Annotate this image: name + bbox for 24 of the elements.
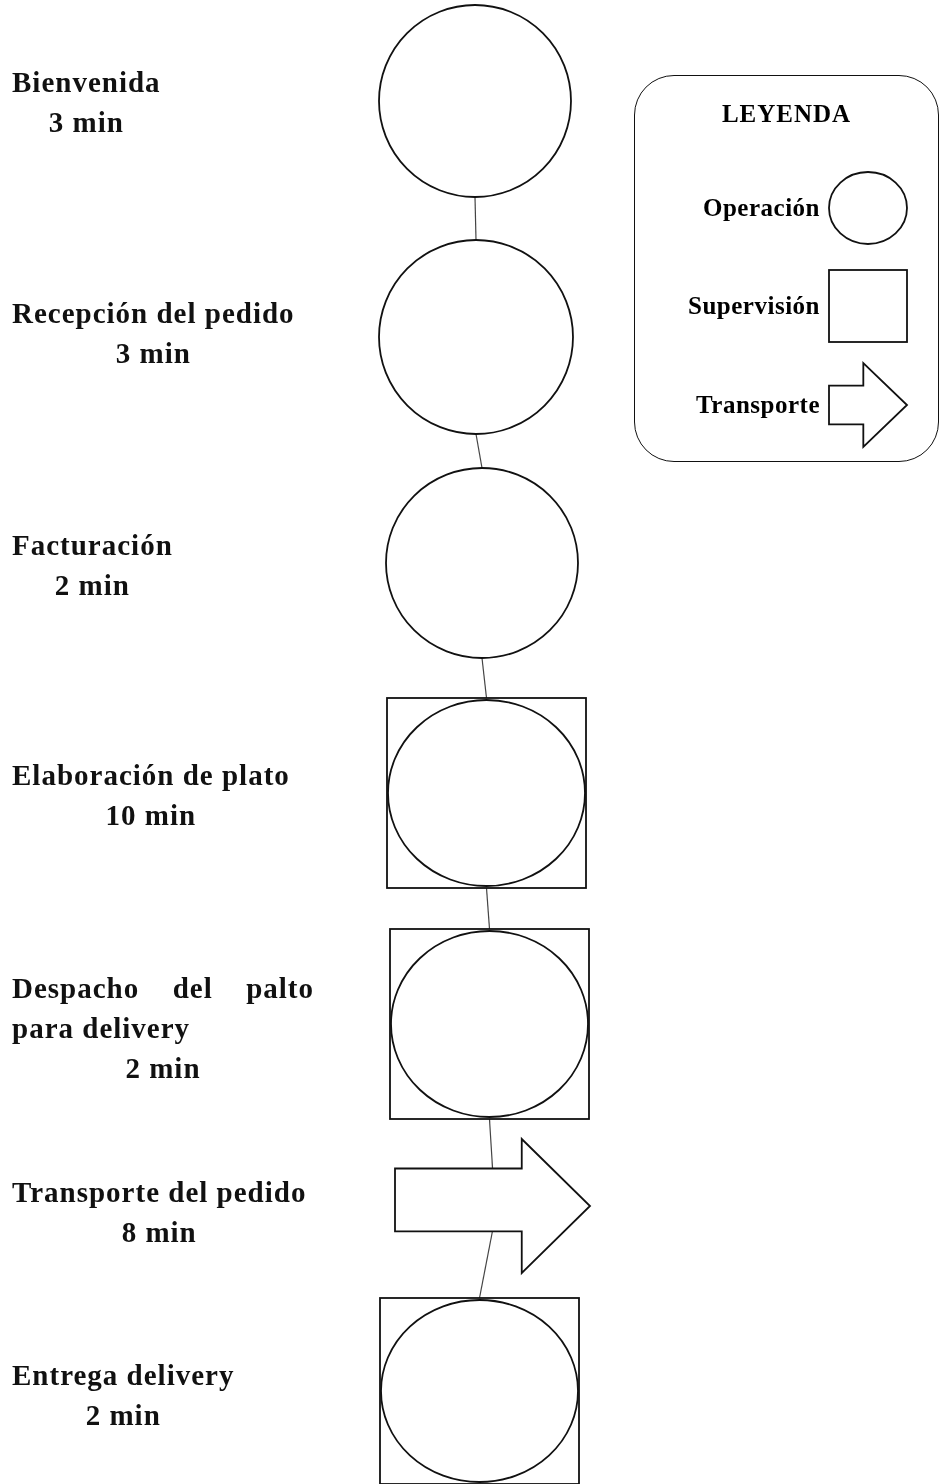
legend-label: Transporte (696, 391, 820, 419)
step-name: Recepción del pedido (12, 296, 295, 331)
step-duration: 2 min (85, 1398, 161, 1433)
step-name: Bienvenida (12, 65, 161, 100)
legend-label: Operación (703, 194, 820, 222)
step-duration: 3 min (115, 336, 191, 371)
step-name: Entrega delivery (12, 1358, 235, 1393)
connector-line (478, 1230, 494, 1299)
connector-line (485, 887, 491, 930)
legend-title: LEYENDA (720, 100, 853, 128)
step-name: Transporte del pedido (12, 1175, 307, 1210)
step-duration: 2 min (125, 1051, 201, 1086)
step-duration: 10 min (105, 798, 197, 833)
connector-line (481, 657, 488, 699)
step-name: Elaboración de plato (12, 758, 290, 793)
step-name: Despacho del palto para delivery (12, 971, 314, 1046)
step-duration: 3 min (48, 105, 124, 140)
step-duration: 8 min (121, 1215, 197, 1250)
step-duration: 2 min (54, 568, 130, 603)
step-name: Facturación (12, 528, 173, 563)
connector-line (475, 433, 483, 469)
legend-label: Supervisión (688, 292, 820, 320)
connector-line (474, 196, 477, 241)
connector-line (488, 1118, 494, 1169)
